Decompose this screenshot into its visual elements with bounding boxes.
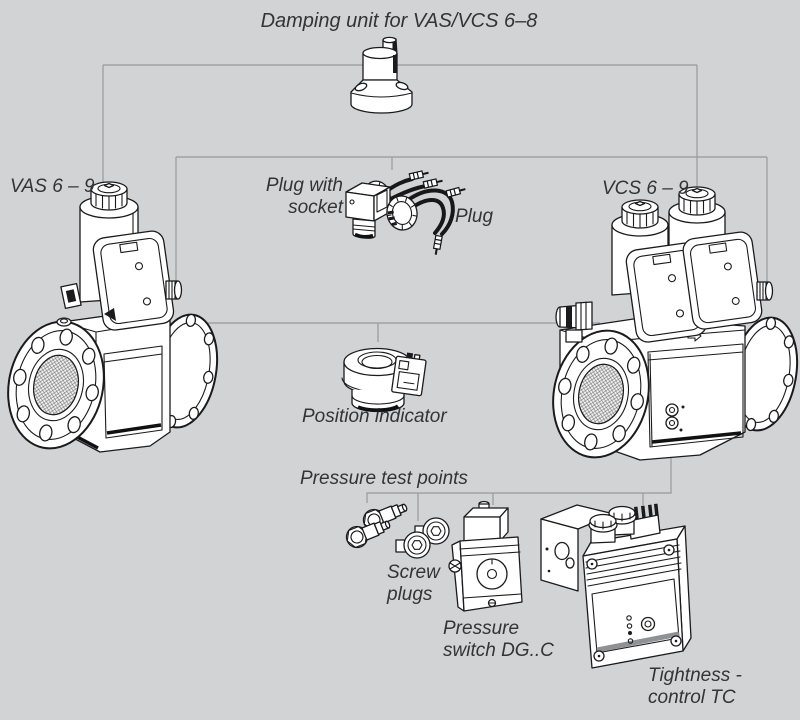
plug-with-socket-label-line1: Plug with: [266, 175, 343, 196]
position-indicator-illustration: [341, 347, 427, 413]
tightness-control-label-line2: control TC: [648, 687, 736, 708]
tightness-control-illustration: [540, 503, 692, 669]
plug-with-socket-illustration: [345, 168, 445, 239]
pressure-test-points-label: Pressure test points: [300, 468, 468, 489]
vcs-label: VCS 6 – 9: [602, 178, 689, 199]
pressure-switch-illustration: [448, 500, 523, 612]
plug-label: Plug: [455, 206, 493, 227]
vas-label: VAS 6 – 9: [10, 176, 95, 197]
connector-lines: [102, 64, 768, 521]
plug-with-socket-label-line2: socket: [288, 197, 344, 218]
diagram-title: Damping unit for VAS/VCS 6–8: [261, 10, 538, 32]
screw-plugs-label-line1: Screw: [387, 562, 441, 583]
vcs-cable-gland: [555, 301, 593, 343]
tightness-control-label-line1: Tightness -: [648, 665, 742, 686]
pressure-switch-label-line1: Pressure: [443, 618, 519, 639]
vcs-valve-illustration: [540, 186, 800, 468]
pressure-switch-label-line2: switch DG..C: [443, 640, 554, 661]
plug-illustration: [386, 184, 468, 257]
vas-valve-illustration: [0, 181, 227, 459]
damping-unit-illustration: [350, 36, 413, 114]
position-indicator-label: Position indicator: [302, 406, 447, 427]
screw-plugs-label-line2: plugs: [386, 584, 433, 605]
screw-plugs-illustration: [395, 517, 450, 559]
